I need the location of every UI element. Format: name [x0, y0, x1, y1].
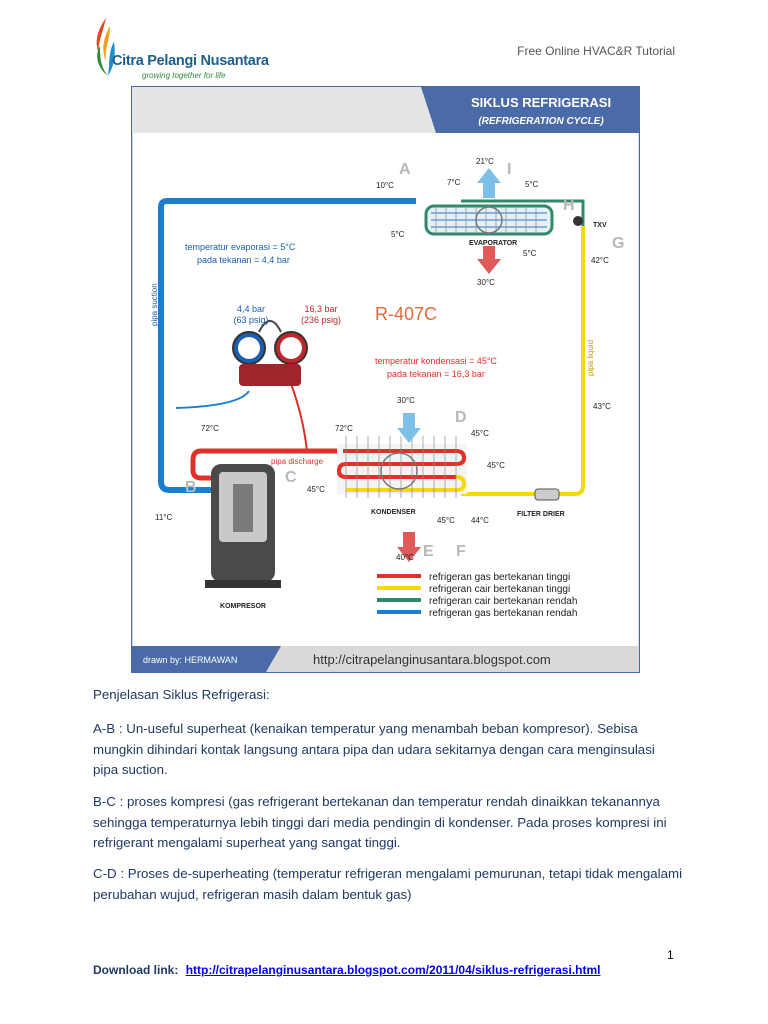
temp-30-evap: 30°C: [477, 278, 495, 287]
temp-72-right: 72°C: [335, 424, 353, 433]
point-f: F: [456, 543, 466, 560]
temp-5-bottom: 5°C: [523, 249, 537, 258]
temp-21: 21°C: [476, 157, 494, 166]
condenser-air-out-arrow: [397, 532, 421, 562]
legend-label-1: refrigeran gas bertekanan tinggi: [429, 572, 570, 583]
evap-temp-line-1: temperatur evaporasi = 5°C: [185, 242, 296, 252]
point-b: B: [185, 479, 197, 496]
evap-temp-line-2: pada tekanan = 4,4 bar: [197, 255, 290, 265]
filter-drier-label: FILTER DRIER: [517, 511, 565, 518]
temp-43: 43°C: [593, 402, 611, 411]
download-label: Download link:: [93, 963, 179, 977]
temp-5-top: 5°C: [525, 180, 539, 189]
temp-11: 11°C: [155, 513, 173, 522]
temp-42: 42°C: [591, 256, 609, 265]
suction-pipe-label: pipa suction: [150, 283, 159, 326]
title-banner: [421, 87, 639, 133]
filter-drier-icon: [534, 488, 560, 501]
liquid-pipe: [461, 226, 585, 496]
diagram-subtitle: (REFRIGERATION CYCLE): [478, 116, 604, 127]
evaporator-label: EVAPORATOR: [469, 240, 517, 247]
evaporator-air-in-arrow: [477, 246, 501, 274]
legend-label-2: refrigeran cair bertekanan tinggi: [429, 584, 570, 595]
gauge-hanger: [258, 320, 282, 333]
suction-pipe-to-compressor: [158, 480, 211, 493]
company-logo: Citra Pelangi Nusantara growing together…: [88, 16, 269, 84]
temp-40: 40°C: [396, 553, 414, 562]
evaporator-air-out-arrow: [477, 168, 501, 198]
point-i: I: [507, 161, 511, 178]
legend-label-3: refrigeran cair bertekanan rendah: [429, 596, 577, 607]
diagram-url: http://citrapelanginusantara.blogspot.co…: [313, 652, 551, 667]
temp-45-bottom: 45°C: [437, 516, 455, 525]
logo-name: Citra Pelangi Nusantara: [112, 53, 269, 69]
temp-44: 44°C: [471, 516, 489, 525]
logo-tagline: growing together for life: [142, 71, 226, 80]
paragraph-a-b: A-B : Un-useful superheat (kenaikan temp…: [93, 721, 655, 777]
high-side-hose: [290, 383, 308, 452]
txv-label: TXV: [593, 222, 607, 229]
condenser-air-in-arrow: [397, 413, 421, 443]
refrigeration-cycle-diagram: SIKLUS REFRIGERASI (REFRIGERATION CYCLE)…: [131, 86, 640, 673]
section-title: Penjelasan Siklus Refrigerasi:: [93, 687, 270, 702]
compressor-label: KOMPRESOR: [220, 603, 266, 610]
discharge-pipe-label: pipa discharge: [271, 457, 324, 466]
condenser-fan-icon: [380, 452, 418, 490]
temp-7: 7°C: [447, 178, 461, 187]
point-h: H: [563, 197, 575, 214]
low-gauge-psig: (63 psig): [233, 315, 268, 325]
page-number: 1: [667, 948, 674, 962]
paragraph-c-d: C-D : Proses de-superheating (temperatur…: [93, 866, 683, 902]
download-link[interactable]: http://citrapelanginusantara.blogspot.co…: [185, 963, 601, 977]
discharge-pipe: [190, 448, 343, 481]
paragraph-b-c: B-C : proses kompresi (gas refrigerant b…: [93, 794, 667, 850]
footer: Download link: http://citrapelanginusant…: [93, 963, 600, 977]
cond-temp-line-2: pada tekanan = 16,3 bar: [387, 369, 485, 379]
flame-logo-icon: [96, 18, 115, 76]
cond-temp-line-1: temperatur kondensasi = 45°C: [375, 356, 497, 366]
high-gauge-bar: 16,3 bar: [304, 304, 337, 314]
liquid-pipe-label: pipa liquid: [586, 340, 595, 376]
evaporator-fan-icon: [475, 206, 503, 234]
drawn-by: drawn by: HERMAWAN: [143, 655, 237, 665]
point-g: G: [612, 235, 624, 252]
temp-5-left: 5°C: [391, 230, 405, 239]
refrigerant-type: R-407C: [375, 304, 437, 324]
temp-45-top: 45°C: [471, 429, 489, 438]
temp-30-cond: 30°C: [397, 396, 415, 405]
suction-pipe: [158, 198, 416, 481]
temp-10: 10°C: [376, 181, 394, 190]
point-d: D: [455, 409, 467, 426]
low-side-hose: [175, 390, 250, 409]
temp-45-right: 45°C: [487, 461, 505, 470]
manifold-body: [239, 364, 301, 386]
condenser-label: KONDENSER: [371, 509, 416, 516]
low-gauge-bar: 4,4 bar: [237, 304, 265, 314]
legend: refrigeran gas bertekanan tinggi refrige…: [377, 572, 577, 619]
high-gauge-psig: (236 psig): [301, 315, 341, 325]
point-a: A: [399, 161, 411, 178]
point-c: C: [285, 469, 297, 486]
header-title: Free Online HVAC&R Tutorial: [517, 44, 675, 58]
txv-valve-icon: [573, 216, 583, 226]
diagram-title: SIKLUS REFRIGERASI: [471, 95, 611, 110]
temp-45-left: 45°C: [307, 485, 325, 494]
point-e: E: [423, 543, 434, 560]
legend-label-4: refrigeran gas bertekanan rendah: [429, 608, 577, 619]
txv-line: [461, 199, 585, 226]
temp-72-left: 72°C: [201, 424, 219, 433]
